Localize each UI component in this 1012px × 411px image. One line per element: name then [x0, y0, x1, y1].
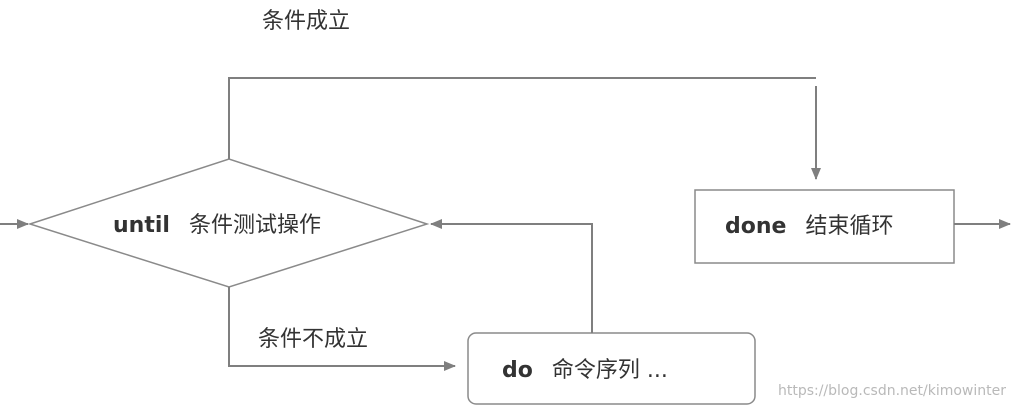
watermark: https://blog.csdn.net/kimowinter [778, 383, 1006, 399]
until-keyword: until [113, 213, 170, 238]
false-branch-line [228, 287, 456, 371]
done-keyword: done [725, 214, 786, 239]
until-decision-diamond [27, 158, 430, 288]
loop-back-line [430, 219, 593, 333]
do-box [467, 332, 756, 405]
do-text: 命令序列 ... [552, 358, 668, 383]
until-text: 条件测试操作 [189, 213, 321, 238]
label-condition-false: 条件不成立 [258, 327, 368, 352]
do-keyword: do [502, 358, 533, 383]
do-node-label: do 命令序列 ... [502, 358, 668, 383]
done-text: 结束循环 [805, 214, 893, 239]
true-branch-line [228, 77, 816, 159]
label-condition-true: 条件成立 [262, 9, 350, 34]
until-node-label: until 条件测试操作 [113, 213, 321, 238]
done-box [694, 189, 955, 264]
done-node-label: done 结束循环 [725, 214, 893, 239]
